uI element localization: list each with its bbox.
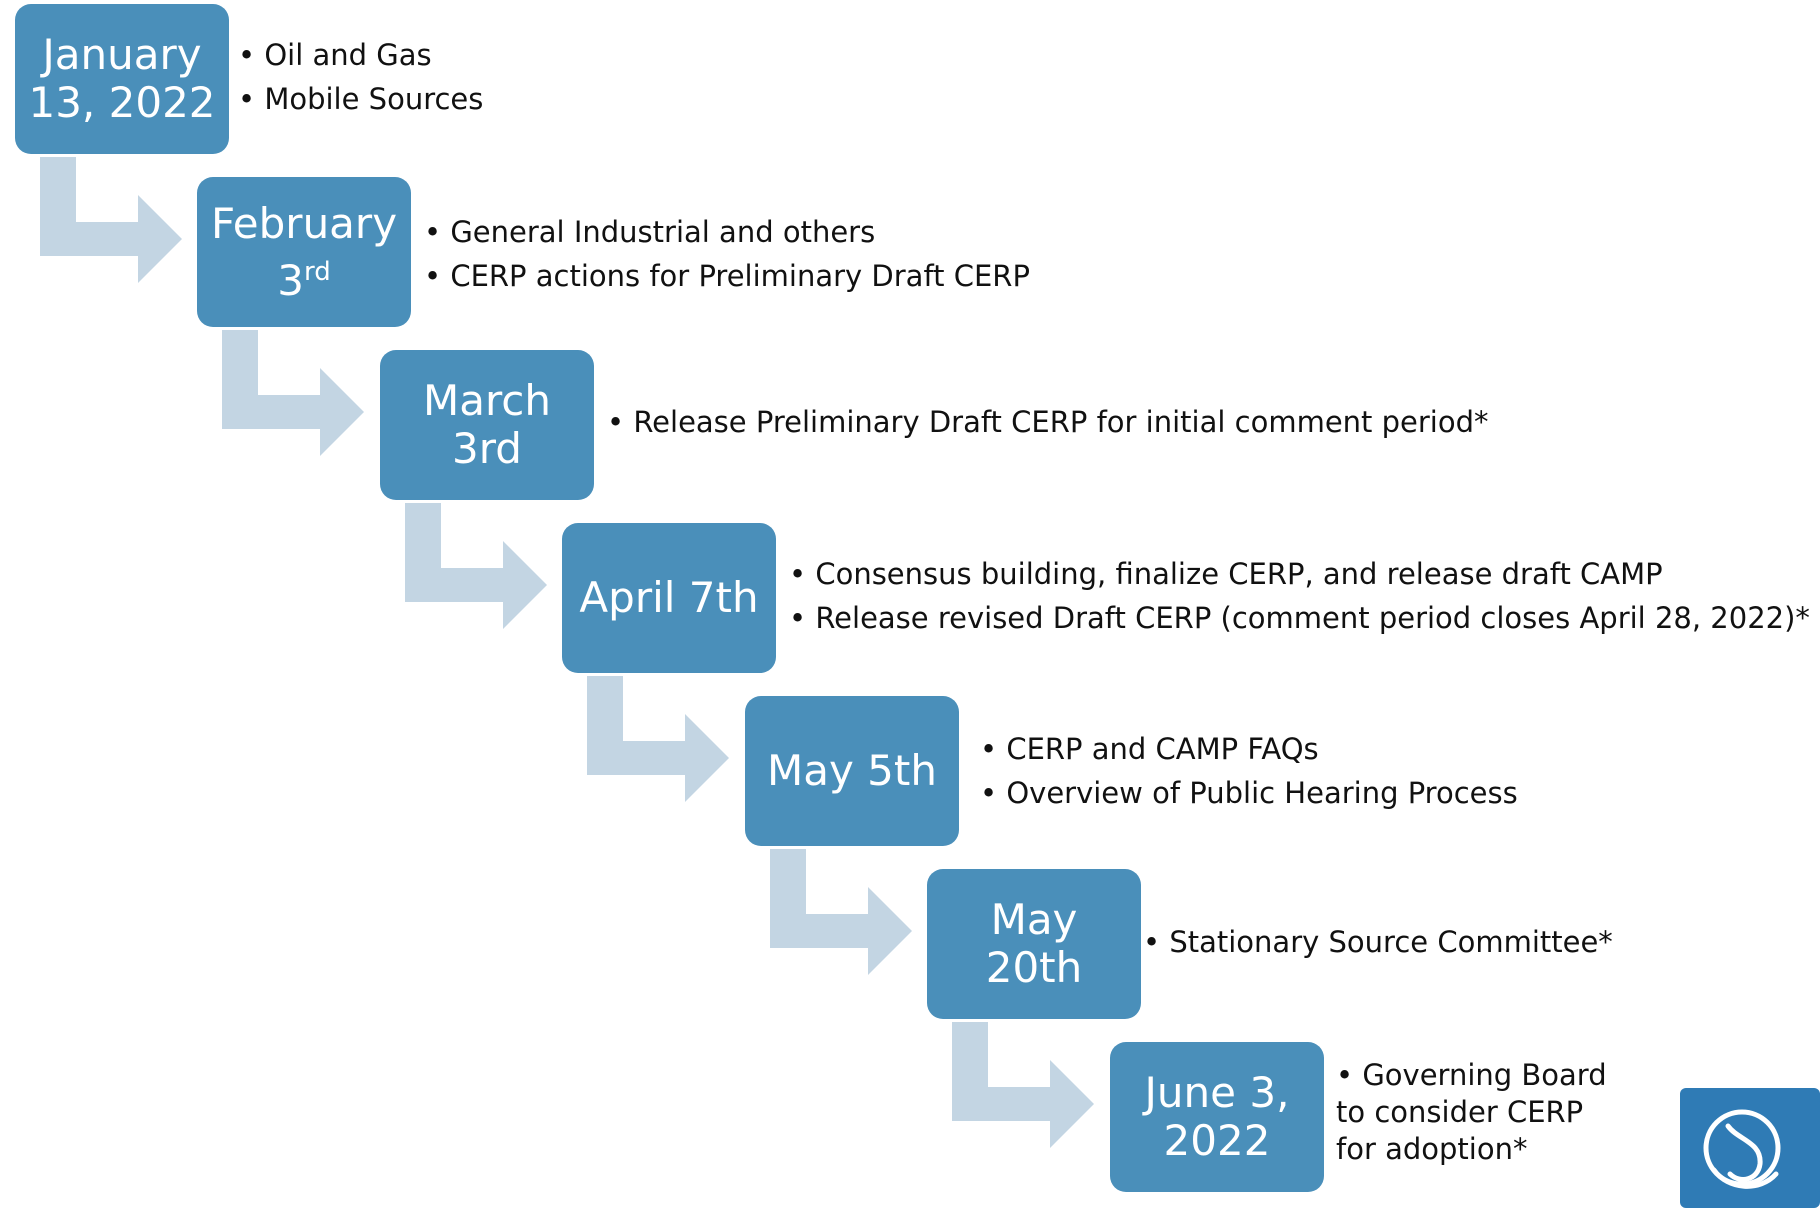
connector-arrow-shape (40, 157, 182, 283)
timeline-step-january: January 13, 2022 (15, 4, 229, 154)
step-date: May 20th (985, 895, 1083, 992)
connector-arrow (405, 503, 547, 629)
step-date: June 3, 2022 (1144, 1068, 1290, 1165)
bullet-item: Mobile Sources (238, 77, 483, 121)
timeline-step-march: March 3rd (380, 350, 594, 500)
logo-drop-shape (1725, 1123, 1763, 1182)
step-bullets-may-5: CERP and CAMP FAQs Overview of Public He… (980, 727, 1518, 815)
connector-arrow (222, 330, 364, 456)
step-date: March 3rd (422, 376, 552, 473)
bullet-item: Overview of Public Hearing Process (980, 771, 1517, 815)
bullet-item: Release revised Draft CERP (comment peri… (789, 596, 1810, 640)
bullet-item: CERP and CAMP FAQs (980, 727, 1518, 771)
logo-background (1680, 1088, 1820, 1208)
connector-arrow (770, 849, 912, 975)
connector-arrow-shape (587, 676, 729, 802)
step-date: May 5th (767, 746, 937, 795)
connector-arrow-shape (222, 330, 364, 456)
timeline-step-february: February 3rd (197, 177, 411, 327)
connector-arrow (587, 676, 729, 802)
step-bullets-february: General Industrial and others CERP actio… (424, 210, 1030, 298)
bullet-item: Stationary Source Committee* (1143, 920, 1612, 964)
connector-arrow (952, 1022, 1094, 1148)
timeline-step-may-5: May 5th (745, 696, 959, 846)
step-bullets-june: Governing Board to consider CERP for ado… (1336, 1057, 1607, 1168)
connector-arrow-shape (405, 503, 547, 629)
connector-arrow (40, 157, 182, 283)
bullet-item: Oil and Gas (238, 33, 483, 77)
step-bullets-january: Oil and Gas Mobile Sources (238, 33, 483, 121)
timeline-step-april: April 7th (562, 523, 776, 673)
timeline-step-may-20: May 20th (927, 869, 1141, 1019)
bullet-item: General Industrial and others (424, 210, 1030, 254)
bullet-item: Governing Board to consider CERP for ado… (1336, 1057, 1607, 1168)
logo-swoosh (1711, 1167, 1779, 1189)
bullet-item: Consensus building, finalize CERP, and r… (789, 552, 1810, 596)
bullet-item: CERP actions for Preliminary Draft CERP (424, 254, 1030, 298)
connector-arrow-shape (770, 849, 912, 975)
step-date: January 13, 2022 (28, 30, 216, 127)
connector-arrow-shape (952, 1022, 1094, 1148)
step-date-suffix: rd (303, 256, 331, 287)
step-date: February 3rd (210, 198, 398, 305)
step-bullets-april: Consensus building, finalize CERP, and r… (789, 552, 1810, 640)
step-bullets-march: Release Preliminary Draft CERP for initi… (607, 400, 1488, 444)
bullet-item: Release Preliminary Draft CERP for initi… (607, 400, 1488, 444)
step-bullets-may-20: Stationary Source Committee* (1143, 920, 1612, 964)
agency-logo-icon (1680, 1088, 1820, 1208)
timeline-step-june: June 3, 2022 (1110, 1042, 1324, 1192)
step-date-main: February 3 (210, 198, 398, 305)
step-date: April 7th (579, 573, 759, 622)
